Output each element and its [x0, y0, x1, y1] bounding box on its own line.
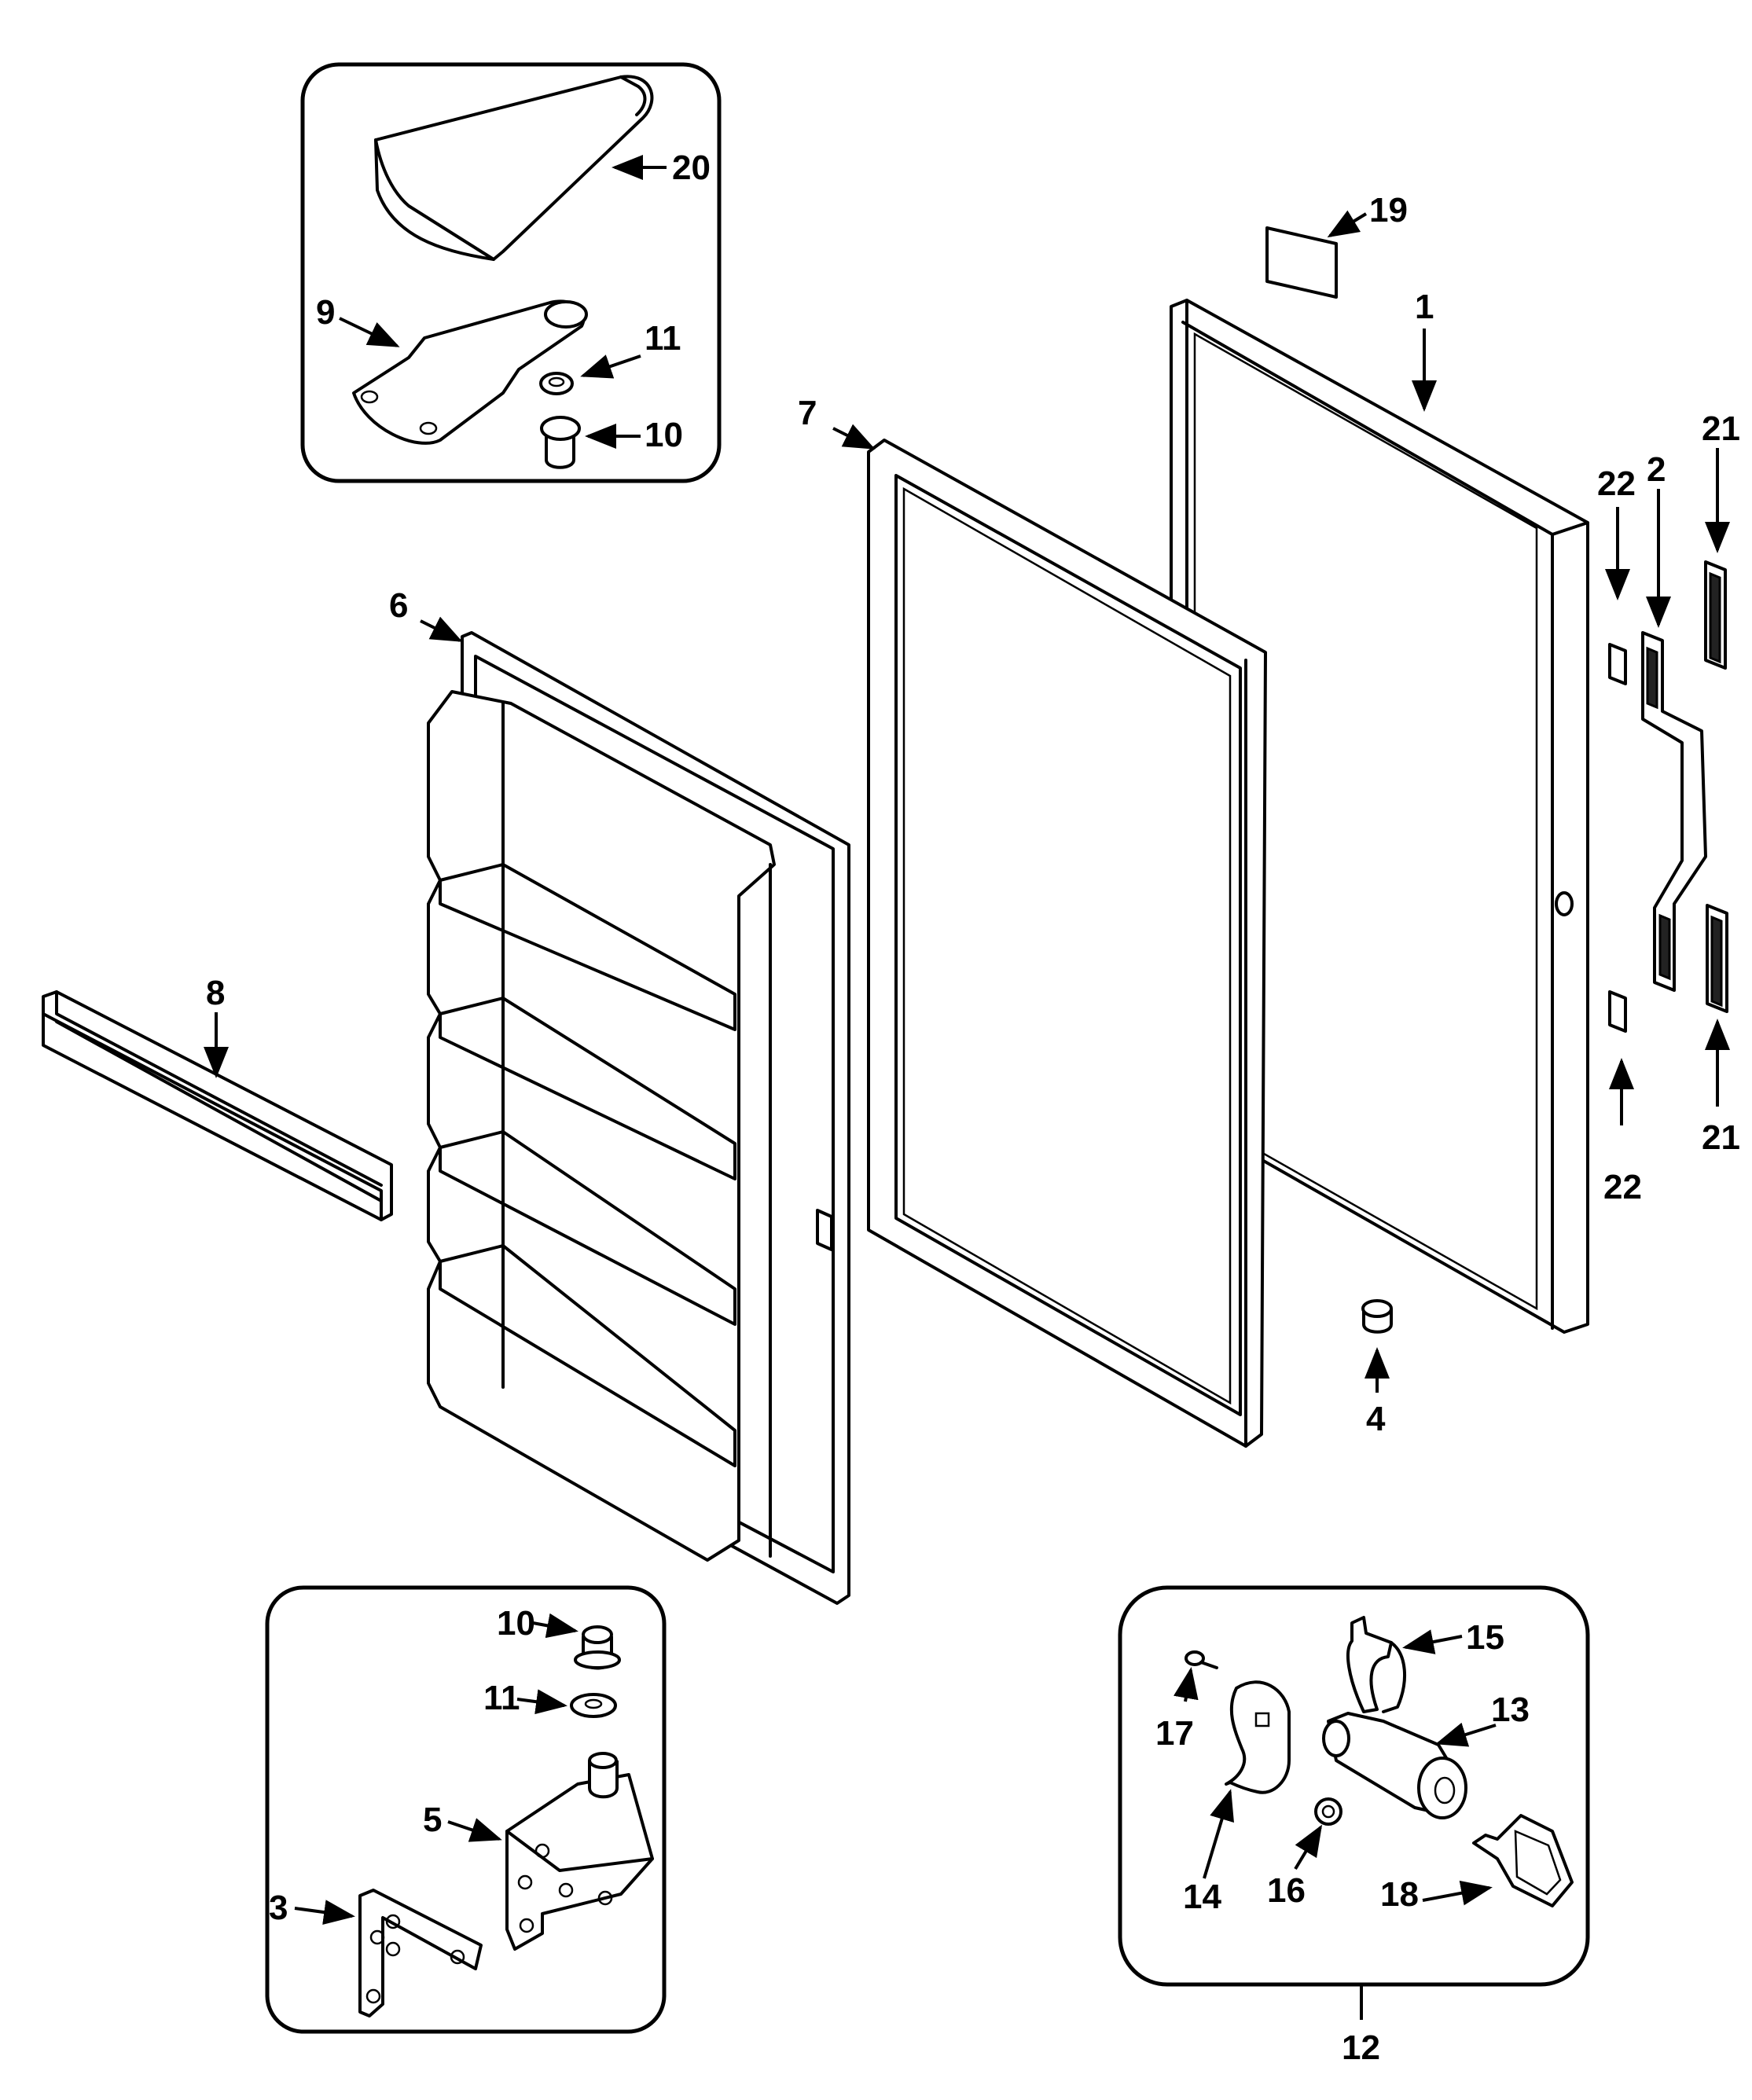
part-13-lock-cylinder[interactable] [1322, 1712, 1467, 1819]
part-21-trim-bottom[interactable] [1706, 904, 1728, 1013]
label-15: 15 [1466, 1618, 1504, 1657]
inset-lock-kit: 15 13 17 14 16 18 12 [1118, 1585, 1590, 2067]
inset-top-hinge: 20 9 11 10 [300, 62, 722, 483]
part-22-spacer-top[interactable] [1608, 643, 1627, 685]
label-13: 13 [1491, 1691, 1530, 1729]
label-12: 12 [1342, 2028, 1380, 2067]
part-3-hinge-bracket[interactable] [358, 1889, 483, 2017]
part-4-plug[interactable] [1361, 1299, 1393, 1334]
part-10-bushing-bottom[interactable] [574, 1625, 621, 1670]
part-22-spacer-bottom[interactable] [1608, 990, 1627, 1033]
label-11-bottom: 11 [483, 1679, 520, 1717]
part-18-key[interactable] [1472, 1814, 1574, 1907]
part-8-breaker-strip[interactable] [42, 990, 393, 1221]
label-3: 3 [269, 1889, 288, 1927]
part-20-hinge-cover[interactable] [374, 75, 654, 261]
part-1-outer-door[interactable] [1170, 299, 1589, 1334]
part-16-lock-washer[interactable] [1314, 1797, 1342, 1826]
label-18: 18 [1380, 1875, 1419, 1914]
label-21-bottom: 21 [1702, 1118, 1740, 1157]
label-14: 14 [1183, 1878, 1221, 1916]
part-5-bottom-hinge[interactable] [505, 1752, 654, 1951]
label-10-top: 10 [645, 416, 683, 454]
label-16: 16 [1267, 1871, 1306, 1910]
part-15-lock-clip[interactable] [1346, 1616, 1406, 1713]
label-8: 8 [206, 974, 225, 1012]
part-21-trim-top[interactable] [1704, 560, 1727, 670]
part-10-bushing-top[interactable] [540, 416, 581, 469]
label-22-bottom: 22 [1603, 1168, 1642, 1206]
label-7: 7 [798, 394, 817, 432]
label-9: 9 [316, 293, 335, 332]
label-11-top: 11 [645, 319, 681, 358]
label-1: 1 [1415, 288, 1434, 326]
part-6-inner-liner[interactable] [427, 631, 850, 1605]
label-21-top: 21 [1702, 409, 1740, 448]
part-14-lock-cam[interactable] [1225, 1680, 1291, 1794]
part-11-washer-bottom[interactable] [570, 1693, 617, 1718]
label-10-bottom: 10 [497, 1604, 535, 1643]
part-11-washer-top[interactable] [539, 372, 574, 395]
part-17-screw[interactable] [1185, 1650, 1218, 1669]
label-4: 4 [1366, 1400, 1386, 1438]
label-19: 19 [1369, 191, 1408, 229]
part-7-gasket[interactable] [867, 439, 1267, 1448]
label-2: 2 [1647, 450, 1666, 489]
label-5: 5 [423, 1801, 442, 1839]
label-20: 20 [672, 149, 711, 187]
inset-bottom-hinge: 10 11 5 3 [265, 1585, 667, 2034]
part-9-hinge-plate[interactable] [352, 299, 588, 445]
part-2-handle[interactable] [1641, 631, 1707, 992]
label-22-top: 22 [1597, 464, 1636, 503]
part-19-label[interactable] [1265, 226, 1338, 299]
label-6: 6 [389, 586, 408, 625]
label-17: 17 [1155, 1714, 1194, 1753]
